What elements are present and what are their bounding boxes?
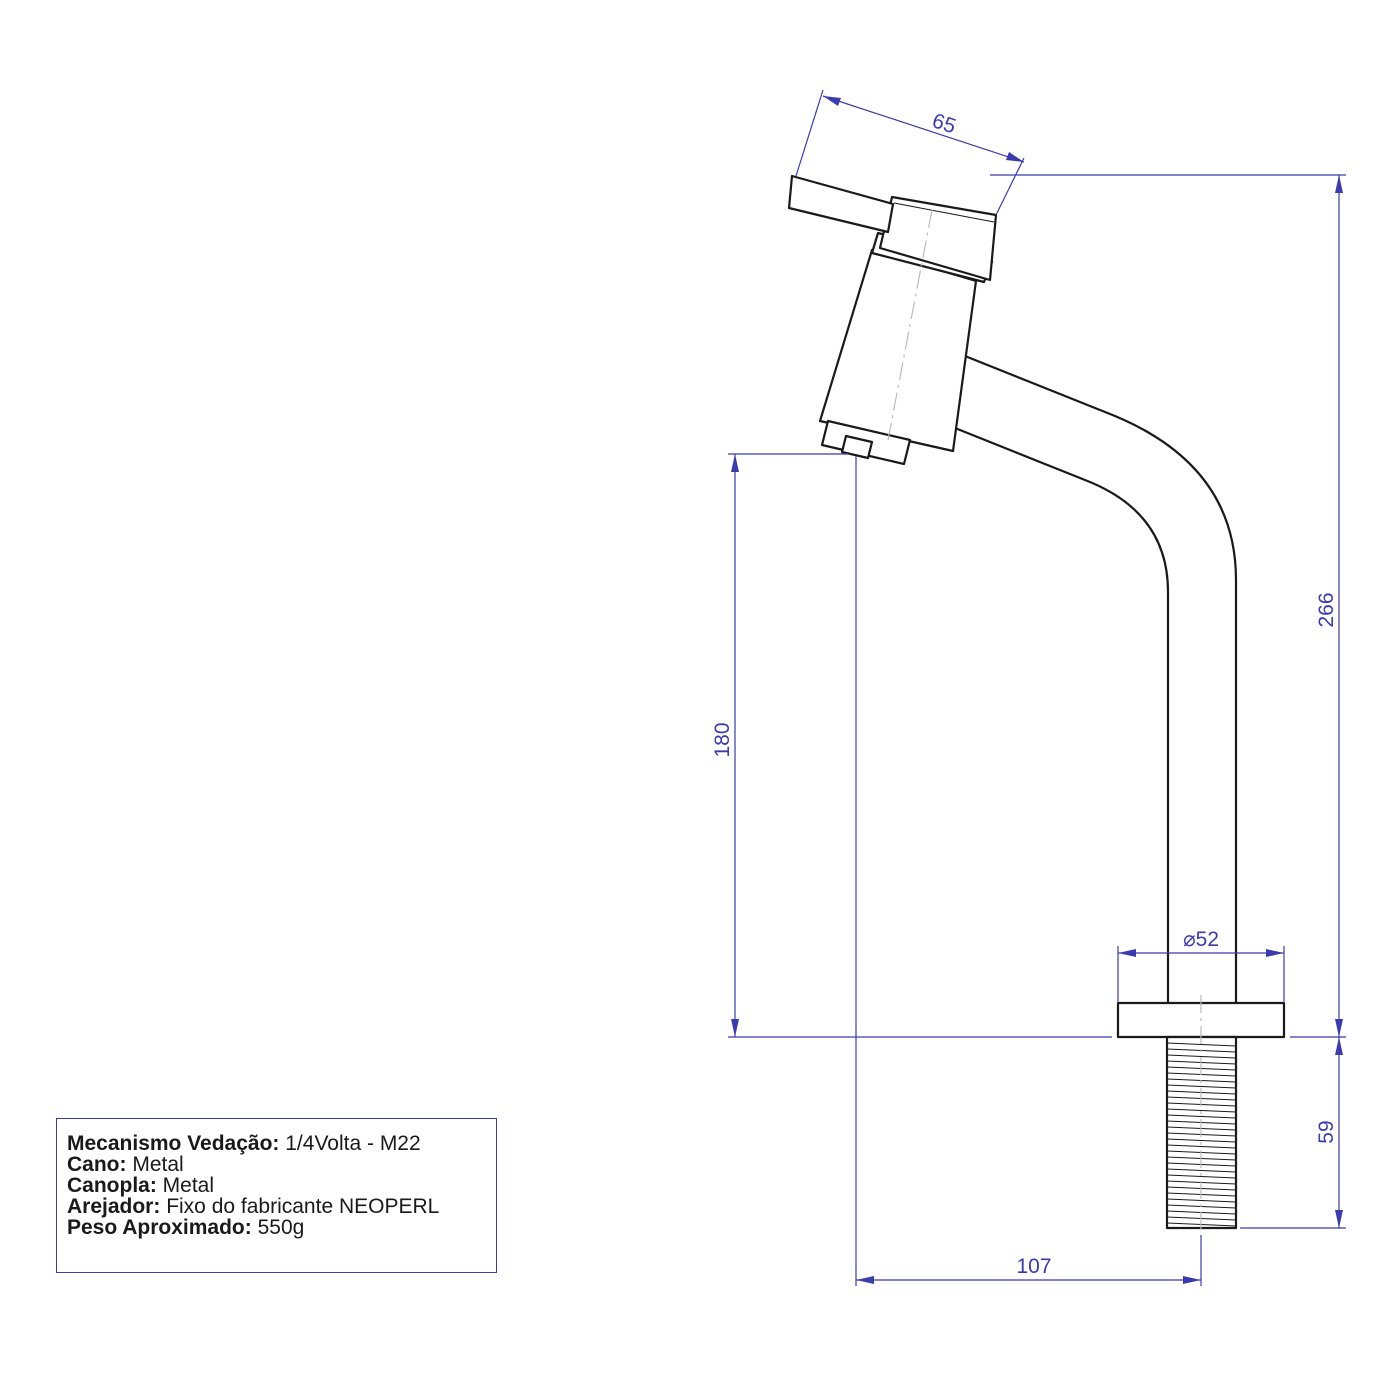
spout-pipe [953,350,1238,1005]
dim-107-arrow-right [1183,1276,1201,1284]
lever-handle [787,174,895,234]
spec-row-cano: Cano: Metal [67,1154,486,1175]
spec-row-mecanismo: Mecanismo Vedação: 1/4Volta - M22 [67,1133,486,1154]
thread-line [1166,1168,1237,1173]
dim-107-arrow-left [856,1276,874,1284]
dimension-lines: 65 266 180 ⌀52 59 107 [711,89,1346,1286]
dim-52-text: ⌀52 [1183,928,1219,951]
thread-line [1166,1198,1237,1203]
thread-line [1166,1174,1237,1179]
spec-label: Mecanismo Vedação: [67,1132,280,1155]
handle-hub-top [893,202,995,223]
dim-52-arrow-left [1118,949,1136,957]
dim-65-ext-left [795,89,824,177]
dim-65-arrow-left [823,96,841,106]
spec-label: Canopla: [67,1174,157,1197]
dim-180-arrow-bottom [731,1019,739,1037]
dim-180-text: 180 [711,722,734,757]
thread-line [1166,1114,1237,1119]
dim-65-ext-right [995,157,1025,216]
dim-107-text: 107 [1016,1255,1051,1278]
spout-pipe-inner [933,418,1170,1005]
thread-line [1166,1138,1237,1143]
thread-line [1166,1084,1237,1089]
spec-value: Metal [156,1174,215,1197]
spec-row-canopla: Canopla: Metal [67,1175,486,1196]
dim-266-arrow-top [1335,175,1343,193]
dim-52-value: 52 [1196,928,1219,951]
dim-65-line [822,95,1025,163]
aerator-tip [840,434,874,460]
spec-box: Mecanismo Vedação: 1/4Volta - M22 Cano: … [56,1118,497,1273]
spec-label: Arejador: [67,1195,161,1218]
spec-row-arejador: Arejador: Fixo do fabricante NEOPERL [67,1196,486,1217]
valve-body [818,248,978,453]
spec-value: 550g [251,1216,305,1239]
spec-value: Metal [126,1153,184,1176]
dim-52-arrow-right [1266,949,1284,957]
thread-line [1166,1144,1237,1149]
spec-label: Cano: [67,1153,127,1176]
thread-line [1166,1108,1237,1113]
diameter-symbol: ⌀ [1183,928,1196,951]
dim-180-arrow-top [731,454,739,472]
spec-label: Peso Aproximado: [67,1216,252,1239]
dim-59-arrow-bottom [1335,1210,1343,1228]
dim-59-text: 59 [1315,1120,1338,1143]
valve-centerline [887,209,933,441]
dim-266-text: 266 [1315,592,1338,627]
spec-value: 1/4Volta - M22 [279,1132,421,1155]
dim-59-arrow-top [1335,1037,1343,1055]
spec-row-peso: Peso Aproximado: 550g [67,1217,486,1238]
dim-65-text: 65 [929,109,958,138]
faucet-outline [787,174,1286,1235]
dim-65-arrow-right [1006,152,1024,162]
thread-line [1166,1054,1237,1059]
thread-line [1166,1042,1237,1047]
dim-266-arrow-bottom [1335,1019,1343,1037]
spec-value: Fixo do fabricante NEOPERL [160,1195,440,1218]
